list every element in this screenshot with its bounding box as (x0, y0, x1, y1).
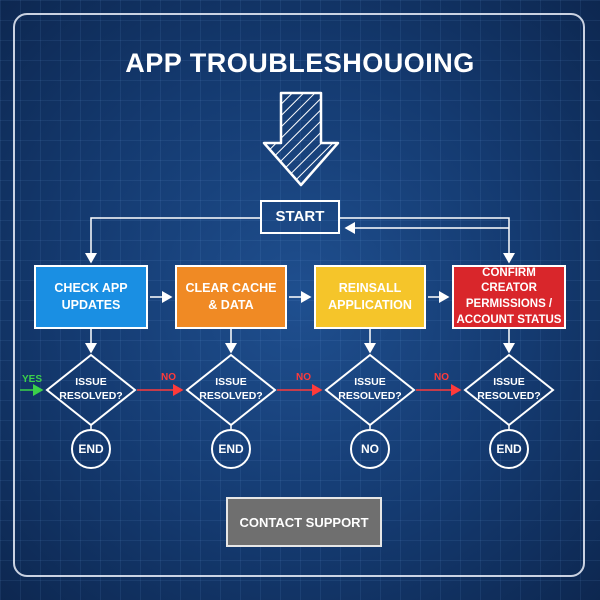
step-check-app-updates: CHECK APP UPDATES (34, 265, 148, 329)
no-label-3: NO (434, 372, 449, 383)
contact-support-button[interactable]: CONTACT SUPPORT (226, 497, 382, 547)
diagram-title: APP TROUBLESHOUOING (125, 48, 475, 78)
decision-label-4: ISSUE RESOLVED? (477, 376, 541, 402)
step-reinstall-application: REINSALL APPLICATION (314, 265, 426, 329)
outer-frame (13, 13, 585, 577)
terminal-end-4: END (489, 429, 529, 469)
start-to-step1-connector (85, 217, 260, 264)
step-confirm-creator-permissions: CONFIRM CREATOR PERMISSIONS / ACCOUNT ST… (452, 265, 566, 329)
start-to-step4-connector (340, 217, 515, 264)
step-clear-cache: CLEAR CACHE & DATA (175, 265, 287, 329)
decision-label-2: ISSUE RESOLVED? (199, 376, 263, 402)
decision-label-1: ISSUE RESOLVED? (59, 376, 123, 402)
big-down-arrow-icon (262, 91, 340, 187)
no-label-2: NO (296, 372, 311, 383)
decision-label-3: ISSUE RESOLVED? (338, 376, 402, 402)
no-label-1: NO (161, 372, 176, 383)
yes-label: YES (22, 374, 43, 385)
terminal-end-1: END (71, 429, 111, 469)
terminal-no-3: NO (350, 429, 390, 469)
start-node: START (260, 200, 340, 234)
terminal-end-2: END (211, 429, 251, 469)
